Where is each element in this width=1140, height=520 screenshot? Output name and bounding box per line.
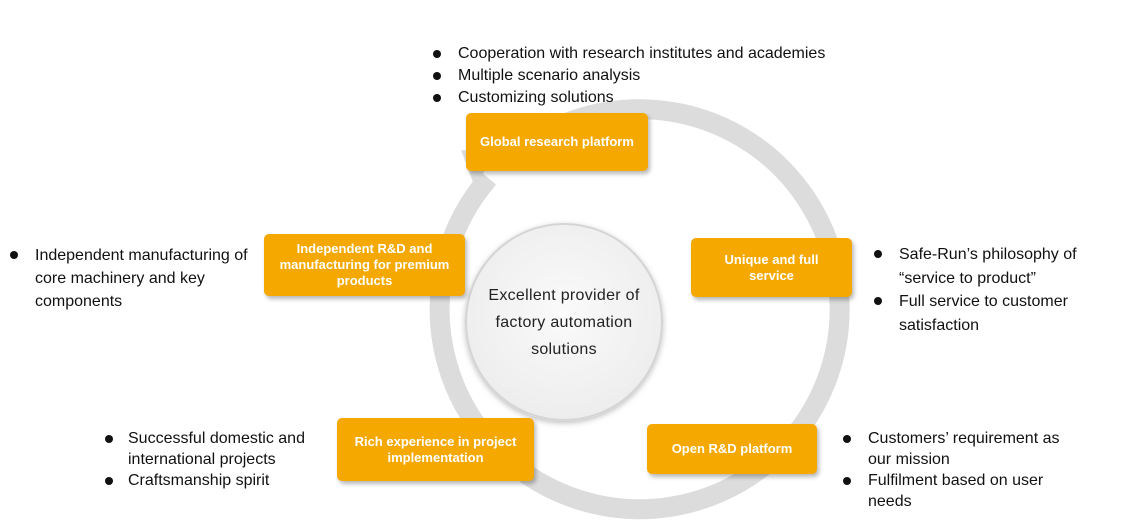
bullet-item: Customizing solutions — [432, 87, 892, 109]
bullets-left-upper: Independent manufacturing of core machin… — [9, 244, 259, 313]
center-label: Excellent provider of factory automation… — [488, 286, 640, 358]
node-independent-rd: Independent R&D and manufacturing for pr… — [264, 234, 465, 296]
bullets-right-lower: Customers’ requirement as our mission Fu… — [842, 428, 1082, 512]
node-global-research: Global research platform — [466, 113, 648, 171]
bullet-item: Customers’ requirement as our mission — [842, 428, 1082, 470]
node-unique-service-label: Unique and full service — [724, 251, 819, 283]
bullet-item: Craftsmanship spirit — [104, 470, 326, 491]
node-independent-rd-label: Independent R&D and manufacturing for pr… — [279, 241, 450, 288]
bullet-item: Safe-Run’s philosophy of “service to pro… — [873, 243, 1088, 290]
bullet-item: Fulfilment based on user needs — [842, 470, 1082, 512]
bullet-item: Full service to customer satisfaction — [873, 290, 1088, 337]
bullets-right-upper: Safe-Run’s philosophy of “service to pro… — [873, 243, 1088, 337]
node-global-research-label: Global research platform — [480, 134, 634, 149]
node-rich-experience: Rich experience in project implementatio… — [337, 418, 534, 481]
bullet-item: Cooperation with research institutes and… — [432, 43, 892, 65]
bullets-top: Cooperation with research institutes and… — [432, 43, 892, 109]
bullet-item: Multiple scenario analysis — [432, 65, 892, 87]
bullet-item: Independent manufacturing of core machin… — [9, 244, 259, 313]
center-circle: Excellent provider of factory automation… — [465, 223, 663, 421]
node-open-rd: Open R&D platform — [647, 424, 817, 474]
node-open-rd-label: Open R&D platform — [671, 441, 793, 456]
bullets-left-lower: Successful domestic and international pr… — [104, 428, 326, 491]
node-unique-service: Unique and full service — [691, 238, 852, 297]
bullet-item: Successful domestic and international pr… — [104, 428, 326, 470]
node-rich-experience-label: Rich experience in project implementatio… — [354, 433, 517, 465]
